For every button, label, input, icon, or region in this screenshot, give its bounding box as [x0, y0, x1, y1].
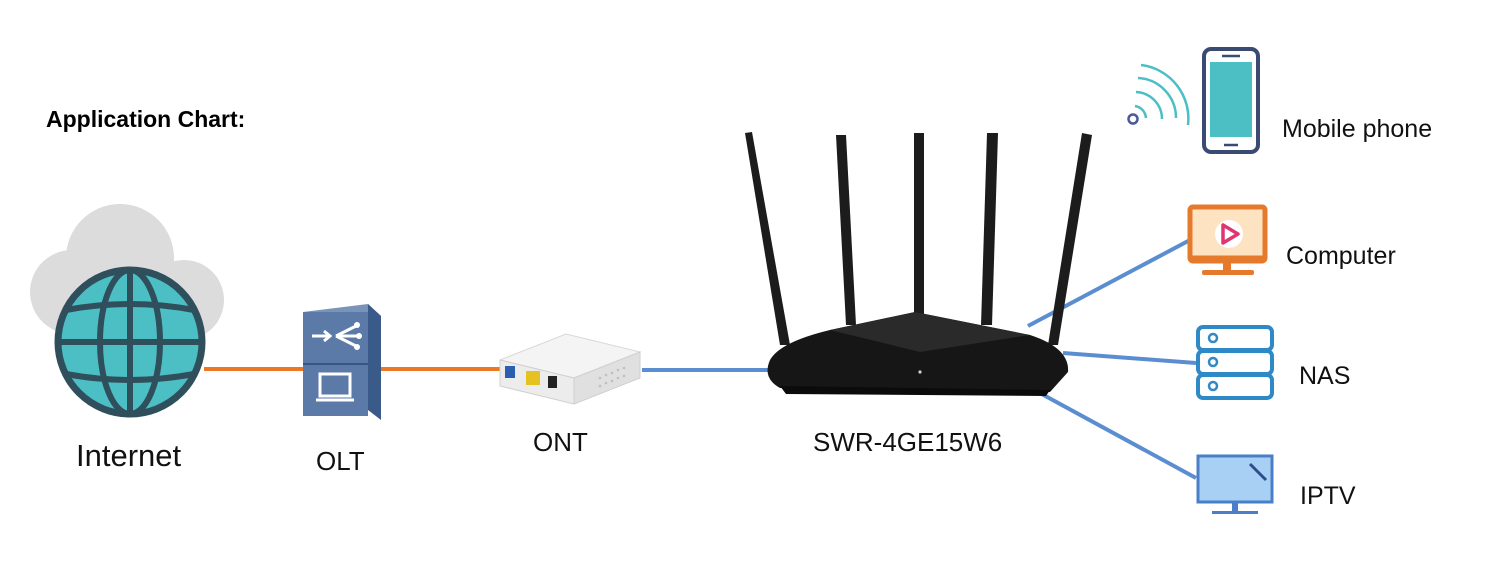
router-icon: [745, 132, 1092, 396]
link-router-nas: [1062, 351, 1197, 365]
nas-server-icon: [1196, 325, 1274, 400]
computer-monitor-icon: [1187, 204, 1268, 275]
ont-device-icon: [498, 333, 642, 405]
page-title: Application Chart:: [46, 106, 246, 132]
mobile-phone-label: Mobile phone: [1282, 115, 1433, 143]
olt-device-icon: [303, 304, 381, 420]
nas-label: NAS: [1299, 362, 1351, 390]
mobile-phone-icon: [1202, 47, 1260, 154]
link-router-iptv: [1037, 390, 1197, 480]
olt-label: OLT: [316, 446, 365, 476]
ont-label: ONT: [533, 427, 588, 457]
router-label: SWR-4GE15W6: [813, 427, 1003, 457]
tv-icon: [1196, 454, 1274, 514]
iptv-label: IPTV: [1300, 482, 1356, 510]
internet-label: Internet: [76, 438, 182, 473]
computer-label: Computer: [1286, 242, 1396, 270]
link-router-computer: [1027, 238, 1191, 328]
wifi-signal-icon: [1127, 63, 1190, 126]
globe-cloud-icon: [30, 204, 224, 418]
